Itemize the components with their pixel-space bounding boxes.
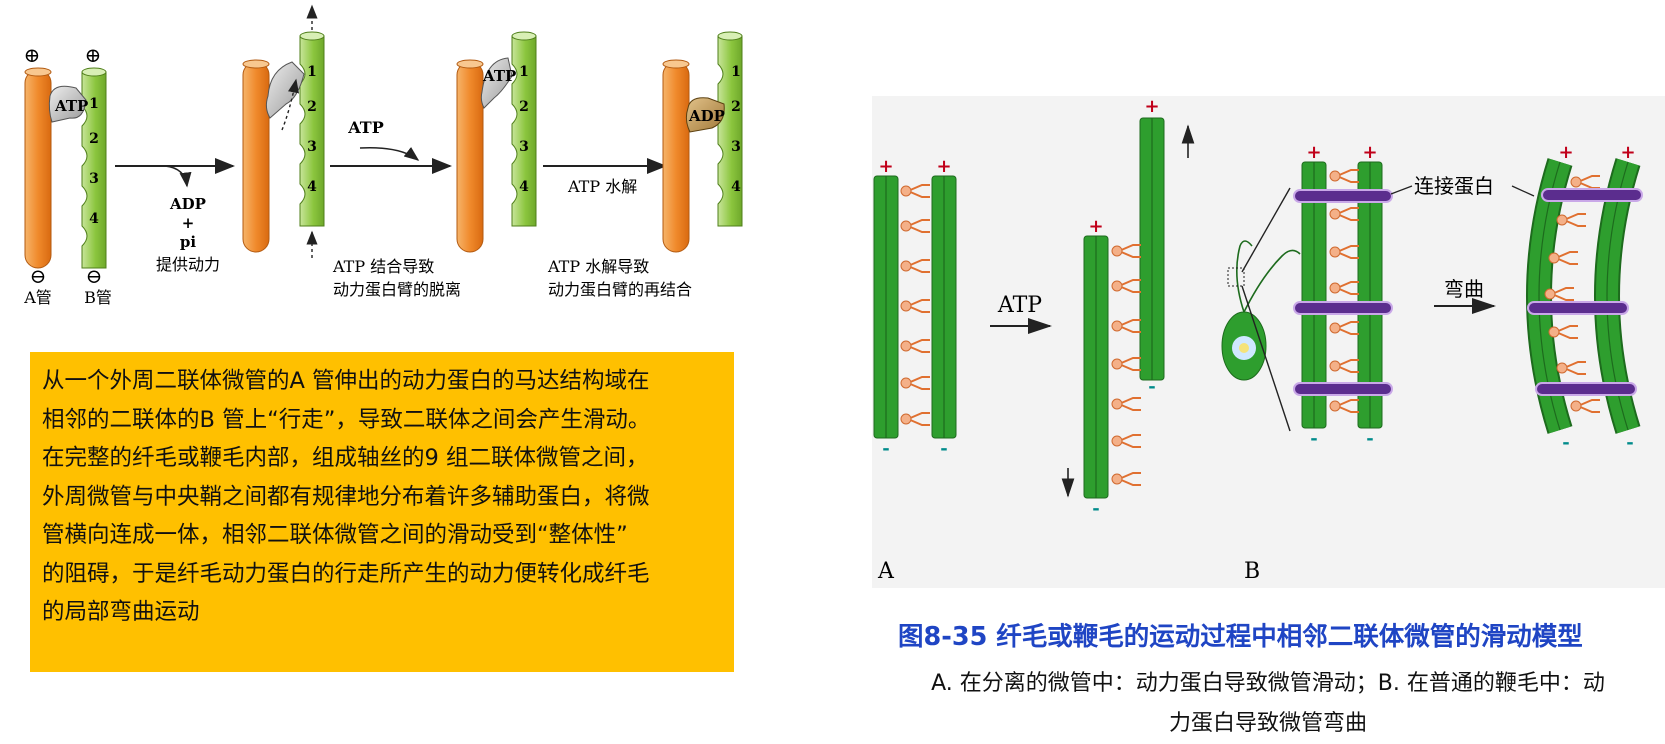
svg-text:-: - (1562, 432, 1569, 453)
step2-atp: ATP (347, 118, 383, 137)
svg-text:1: 1 (731, 64, 741, 80)
svg-text:4: 4 (731, 179, 741, 195)
explanation-line: 在完整的纤毛或鞭毛内部，组成轴丝的9 组二联体微管之间， (42, 439, 722, 478)
svg-text:+: + (1306, 142, 1321, 163)
svg-text:-: - (882, 438, 889, 459)
svg-text:2: 2 (519, 99, 529, 115)
svg-text:2: 2 (307, 99, 317, 115)
step3-label: ATP 水解 (567, 177, 637, 196)
svg-text:+: + (1144, 96, 1159, 117)
svg-text:1: 1 (307, 64, 317, 80)
seg-1: 1 (89, 96, 99, 112)
bend-arrow: 弯曲 (1434, 277, 1494, 306)
svg-text:ATP: ATP (482, 67, 516, 85)
svg-text:+: + (1088, 216, 1103, 237)
stage-2: 1 2 3 4 (243, 6, 324, 258)
svg-text:-: - (940, 438, 947, 459)
svg-text:2: 2 (731, 99, 741, 115)
svg-text:-: - (1310, 428, 1317, 449)
panel-b-bent: + + - - (1528, 142, 1642, 453)
figure-title: 图8-35 纤毛或鞭毛的运动过程中相邻二联体微管的滑动模型 (898, 616, 1583, 653)
svg-text:3: 3 (731, 139, 741, 155)
dynein-walking-diagram: ⊕ ⊕ ATP 1 2 3 4 ⊖ ⊖ A管 B管 ADP + pi 提供动力 … (0, 0, 750, 320)
caption-line-1: A. 在分离的微管中：动力蛋白导致微管滑动；B. 在普通的鞭毛中：动 (888, 664, 1648, 704)
explanation-line: 管横向连成一体，相邻二联体微管之间的滑动受到“整体性” (42, 516, 722, 555)
tube-b-label: B管 (84, 288, 112, 307)
step-2-arrow: ATP ATP 结合导致 动力蛋白臂的脱离 (330, 118, 461, 299)
minus-sign-a: ⊖ (30, 264, 47, 288)
step3-caption-1: ATP 水解导致 (547, 257, 649, 276)
tube-a-label: A管 (23, 288, 52, 307)
linker-callout: 连接蛋白 (1391, 174, 1534, 198)
stage-4: ADP 1 2 3 4 (663, 32, 742, 252)
svg-text:3: 3 (519, 139, 529, 155)
svg-text:+: + (1620, 142, 1635, 163)
step1-power: 提供动力 (156, 255, 220, 274)
caption-line-2: 力蛋白导致微管弯曲 (888, 704, 1648, 744)
step1-adp: ADP (169, 195, 206, 213)
panel-a-label: A (877, 559, 895, 584)
explanation-line: 的阻碍，于是纤毛动力蛋白的行走所产生的动力便转化成纤毛 (42, 555, 722, 594)
svg-text:1: 1 (519, 64, 529, 80)
explanation-line: 外周微管与中央鞘之间都有规律地分布着许多辅助蛋白，将微 (42, 478, 722, 517)
step-1-arrow: ADP + pi 提供动力 (115, 166, 233, 274)
step2-caption-2: 动力蛋白臂的脱离 (333, 280, 461, 299)
explanation-box: 从一个外周二联体微管的A 管伸出的动力蛋白的马达结构域在 相邻的二联体的B 管上… (30, 352, 734, 672)
figure-caption: A. 在分离的微管中：动力蛋白导致微管滑动；B. 在普通的鞭毛中：动 力蛋白导致… (888, 664, 1648, 744)
atp-arrow-label: ATP (997, 293, 1042, 318)
atp-label-1: ATP (54, 97, 88, 115)
panel-a-pair: + + - - (874, 156, 956, 459)
svg-text:4: 4 (519, 179, 529, 195)
svg-text:-: - (1626, 432, 1633, 453)
step1-pi: pi (180, 233, 196, 251)
panel-b-straight: + + - - (1294, 142, 1392, 449)
explanation-line: 从一个外周二联体微管的A 管伸出的动力蛋白的马达结构域在 (42, 362, 722, 401)
sliding-model-diagram: + + - - ATP + + - - A (872, 96, 1665, 588)
step3-caption-2: 动力蛋白臂的再结合 (548, 280, 692, 299)
adp-label: ADP (688, 107, 725, 125)
sliding-model-panel: + + - - ATP + + - - A (872, 96, 1665, 588)
linker-protein (1294, 190, 1392, 202)
explanation-line: 相邻的二联体的B 管上“行走”，导致二联体之间会产生滑动。 (42, 401, 722, 440)
step2-caption-1: ATP 结合导致 (332, 257, 434, 276)
stage-3: ATP 1 2 3 4 (457, 32, 536, 252)
bend-label: 弯曲 (1444, 277, 1484, 301)
svg-text:+: + (936, 156, 951, 177)
linker-label: 连接蛋白 (1414, 174, 1494, 198)
atp-arrow: ATP (990, 293, 1050, 326)
svg-text:-: - (1148, 376, 1155, 397)
seg-2: 2 (89, 131, 99, 147)
tube-a (25, 70, 51, 268)
plus-sign-a: ⊕ (24, 43, 41, 67)
svg-text:3: 3 (307, 139, 317, 155)
svg-text:+: + (878, 156, 893, 177)
seg-4: 4 (89, 211, 99, 227)
step1-plus: + (182, 214, 195, 232)
svg-text:+: + (1362, 142, 1377, 163)
explanation-line: 的局部弯曲运动 (42, 593, 722, 632)
panel-a-slid: + + - - (1068, 96, 1188, 519)
seg-3: 3 (89, 171, 99, 187)
cell-icon (1222, 188, 1300, 431)
svg-text:4: 4 (307, 179, 317, 195)
svg-text:+: + (1558, 142, 1573, 163)
svg-text:-: - (1092, 498, 1099, 519)
plus-sign-b: ⊕ (85, 43, 102, 67)
svg-text:-: - (1366, 428, 1373, 449)
stage-1: ⊕ ⊕ ATP 1 2 3 4 ⊖ ⊖ A管 B管 (23, 43, 112, 307)
minus-sign-b: ⊖ (86, 264, 103, 288)
panel-b-label: B (1244, 559, 1260, 584)
